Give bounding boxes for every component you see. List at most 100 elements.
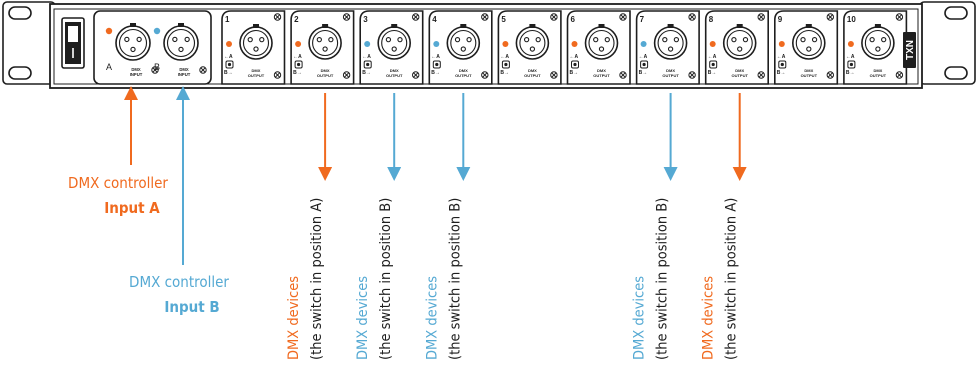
screw-slot [827, 14, 833, 20]
switch-label-a: ←A [570, 54, 579, 60]
screw [481, 71, 489, 79]
xlr-pin [130, 46, 136, 53]
input-letter: A [106, 62, 112, 72]
xlr-output-3[interactable] [377, 24, 412, 60]
ab-selector-knob [435, 62, 439, 67]
xlr-inner-ring [166, 28, 196, 58]
input-letter: B [154, 62, 160, 72]
xlr-inner-ring [588, 29, 615, 57]
screw-slot [344, 72, 349, 78]
xlr-output-6[interactable] [584, 24, 619, 60]
ab-selector-knob [366, 62, 370, 67]
output-caption: OUTPUT [593, 73, 610, 78]
switch-label-b: B→ [846, 70, 855, 76]
screw-slot [827, 72, 833, 78]
xlr-pin [172, 36, 178, 43]
switch-label-b: B→ [224, 70, 233, 76]
xlr-input-a[interactable] [115, 23, 151, 61]
screw-slot [275, 72, 280, 78]
screw-slot [551, 14, 557, 20]
screw-slot [897, 72, 902, 78]
screw [688, 71, 696, 79]
screw [895, 71, 904, 79]
xlr-inner-ring [242, 29, 270, 57]
screw [895, 13, 904, 21]
controller-b-input: Input B [164, 298, 219, 316]
devices-switch-position: (the switch in position B) [378, 198, 394, 360]
power-switch[interactable] [61, 17, 85, 69]
input-caption: INPUT [178, 72, 191, 77]
screw [342, 13, 351, 21]
xlr-pin [604, 36, 610, 43]
xlr-pin [593, 36, 599, 43]
screw [826, 13, 834, 21]
screw-slot [482, 14, 488, 20]
switch-label-a: ←A [846, 54, 855, 60]
devices-switch-position: (the switch in position B) [655, 198, 671, 360]
output-caption: DMX [528, 68, 537, 73]
output-caption: OUTPUT [317, 73, 334, 78]
xlr-output-1[interactable] [239, 24, 273, 60]
screw-slot [620, 14, 626, 20]
xlr-latch [736, 24, 743, 28]
screw [550, 13, 558, 21]
controller-a-title: DMX controller [68, 174, 168, 192]
devices-switch-position: (the switch in position B) [447, 198, 463, 360]
xlr-output-4[interactable] [446, 24, 481, 60]
devices-title: DMX devices [286, 276, 302, 360]
output-caption: OUTPUT [662, 73, 679, 78]
xlr-pin [806, 46, 812, 52]
xlr-pin [875, 46, 881, 52]
switch-label-a: ←A [362, 54, 371, 60]
xlr-pin [737, 46, 743, 52]
xlr-latch [253, 24, 259, 28]
xlr-latch [598, 24, 605, 28]
xlr-output-7[interactable] [653, 24, 688, 60]
xlr-input-b[interactable] [163, 23, 199, 61]
switch-label-a: ←A [708, 54, 717, 60]
device-arrows: DMX devices(the switch in position A)DMX… [286, 93, 747, 360]
output-caption: OUTPUT [801, 73, 818, 78]
xlr-output-5[interactable] [515, 24, 550, 60]
output-number: 3 [363, 15, 368, 24]
output-status-dot [709, 41, 716, 47]
ab-selector-knob [849, 62, 854, 67]
output-modules: 1←AB→DMXOUTPUT2←AB→DMXOUTPUT3←AB→DMXOUTP… [221, 10, 908, 85]
xlr-pin [811, 36, 818, 43]
xlr-output-9[interactable] [791, 24, 826, 60]
ab-selector-knob [711, 62, 715, 67]
xlr-latch [529, 24, 536, 28]
ab-selector-knob [780, 62, 784, 67]
xlr-pin [178, 46, 184, 53]
xlr-inner-ring [118, 28, 148, 58]
screw-slot [758, 14, 764, 20]
xlr-output-2[interactable] [308, 24, 342, 60]
output-number: 9 [778, 15, 783, 24]
xlr-output-8[interactable] [722, 24, 757, 60]
xlr-pin [673, 36, 680, 43]
output-caption: DMX [390, 68, 399, 73]
screw-slot [344, 14, 349, 20]
screw [412, 13, 420, 21]
output-number: 4 [432, 15, 437, 24]
xlr-pin [742, 36, 749, 43]
xlr-pin [454, 36, 461, 43]
output-caption: DMX [321, 68, 330, 73]
output-caption: DMX [252, 68, 261, 73]
output-number: 7 [640, 15, 645, 24]
xlr-output-10[interactable] [861, 24, 895, 60]
switch-label-a: ←A [293, 54, 302, 60]
ab-selector-knob [642, 62, 646, 67]
devices-switch-position: (the switch in position A) [309, 198, 325, 360]
switch-label-b: B→ [431, 70, 440, 76]
switch-label-b: B→ [500, 70, 509, 76]
status-dot [105, 27, 113, 35]
xlr-pin [385, 36, 392, 43]
output-caption: DMX [804, 68, 813, 73]
